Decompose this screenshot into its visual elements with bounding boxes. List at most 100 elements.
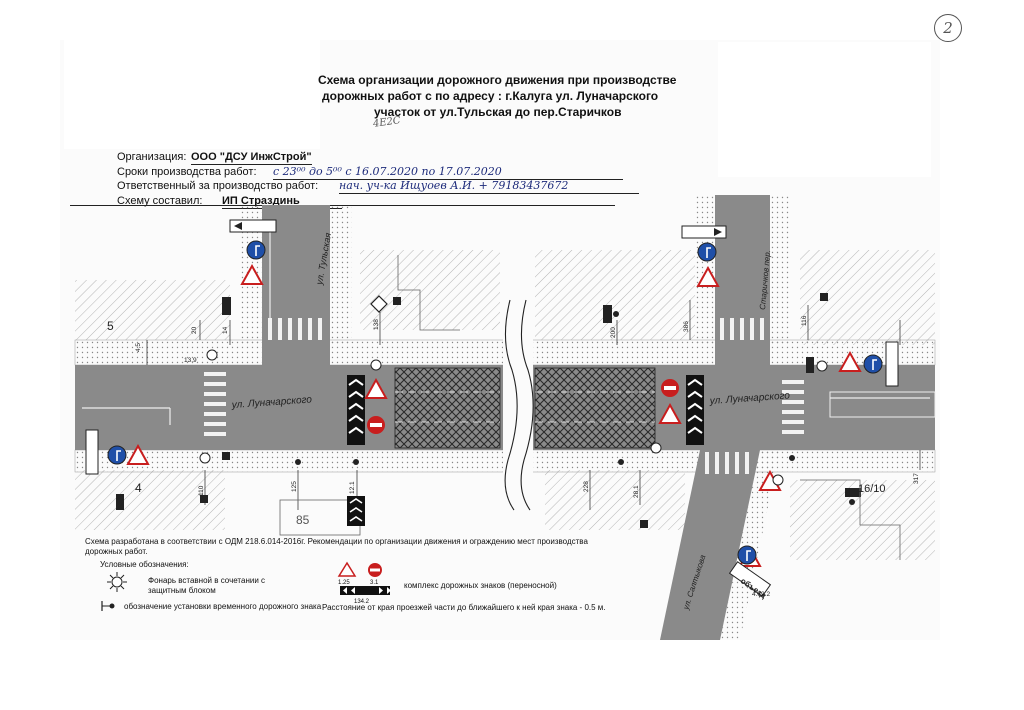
diamond-sign-icon: [370, 295, 388, 313]
legend-lamp-text: Фонарь вставной в сочетании с защитным б…: [148, 576, 266, 595]
dim-label: 125: [291, 481, 298, 492]
detour-plate-icon: [681, 225, 727, 239]
organization-value: ООО "ДСУ ИнжСтрой": [191, 151, 312, 165]
dim-label: 110: [198, 485, 205, 496]
drawing-break: [503, 300, 533, 510]
legend-complex-text: комплекс дорожных знаков (переносной): [404, 581, 557, 590]
title-line-2: дорожных работ с по адресу : г.Калуга ул…: [322, 89, 659, 103]
detour-plate-icon: [229, 219, 277, 233]
dim-label: 4,5: [135, 343, 142, 352]
page-number-mark: 2: [934, 14, 962, 42]
dimension-labels: 4,5 20 14 13.9 110 125 138 12.1 386 200 …: [135, 315, 920, 598]
turn-direction-sign-icon: [863, 354, 883, 374]
info-row-organization: Организация: ООО "ДСУ ИнжСтрой": [117, 150, 318, 165]
work-zone-left: [394, 367, 501, 449]
hatched-area: [790, 480, 935, 560]
info-row-responsible: Ответственный за производство работ: нач…: [117, 179, 639, 194]
dim-label: 116: [801, 315, 808, 326]
break-line: [504, 299, 518, 511]
dim-label: 13.9: [184, 357, 197, 364]
detour-plate-icon: [85, 429, 99, 475]
turn-direction-sign-icon: [737, 545, 757, 565]
crosswalk-top-right: [720, 318, 764, 340]
turn-direction-sign-icon: [246, 240, 266, 260]
break-line: [520, 299, 534, 511]
footnote-text: Схема разработана в соответствии с ОДМ 2…: [85, 537, 588, 556]
roadwork-sign-icon: [126, 350, 862, 465]
detour-plate-icon: [728, 561, 772, 597]
title-line-3: участок от ул.Тульская до пер.Старичков: [374, 105, 622, 119]
crosswalk-bottom-right: [705, 452, 749, 474]
sign-complex-legend-icon: [337, 561, 391, 595]
no-entry-sign-icon: [367, 416, 385, 434]
sign-code-label: 1.25: [338, 580, 350, 586]
detour-plate-icon: [885, 341, 899, 387]
crosswalk-left: [204, 372, 226, 436]
dim-label: 228: [583, 481, 590, 492]
info-row-dates: Сроки производства работ: с 23⁰⁰ до 5⁰⁰ …: [117, 165, 623, 180]
author-label: Схему составил:: [117, 194, 203, 207]
work-zone-right: [534, 367, 656, 449]
hatched-area: [535, 250, 695, 340]
temp-sign-marker-icon: [295, 311, 855, 505]
building-number: 5: [107, 319, 114, 333]
temp-sign-legend-icon: [101, 601, 115, 611]
no-entry-sign-icon: [661, 379, 679, 397]
portable-sign-complex-icon: [347, 496, 365, 526]
building-number: 85: [296, 513, 310, 527]
organization-label: Организация:: [117, 151, 187, 163]
dimension-lines: [146, 300, 921, 510]
dim-label: 28.1: [633, 485, 640, 498]
hatched-area: [545, 470, 685, 530]
responsible-label: Ответственный за производство работ:: [117, 180, 319, 192]
lamp-marker-icon: [199, 349, 828, 486]
lamp-legend-icon: [107, 572, 127, 592]
sign-code-label: 134.2: [354, 599, 370, 605]
road-right-cross-sidewalk: [770, 195, 790, 345]
title-line-1: Схема организации дорожного движения при…: [318, 73, 677, 87]
chevron-board-right: [686, 375, 704, 445]
redacted-block-bottom: [0, 647, 1024, 710]
small-sign-icon: [200, 293, 828, 528]
sign-code-label: 3.1: [370, 580, 379, 586]
building-number: 4: [135, 481, 142, 495]
dim-label: 386: [683, 321, 690, 332]
scheme-title: Схема организации дорожного движения при…: [318, 72, 738, 120]
hatched-area: [360, 250, 500, 330]
road-diagonal-sidewalk: [720, 450, 780, 640]
side-driveway: [800, 370, 935, 440]
traffic-light-icon: [222, 297, 861, 497]
turn-direction-sign-icon: [107, 445, 127, 465]
dim-label: 20: [191, 326, 198, 334]
road-left-cross-sidewalk: [330, 205, 352, 345]
building-outline: [397, 255, 460, 331]
legend-distance-text: Расстояние от края проезжей части до бли…: [322, 603, 606, 612]
hatched-area: [75, 280, 230, 340]
road-diagonal: [660, 450, 760, 640]
small-sign-icon: [116, 494, 124, 510]
dates-label: Сроки производства работ:: [117, 165, 257, 178]
dim-label: 4.19.2: [752, 591, 770, 598]
turn-direction-sign-icon: [697, 242, 717, 262]
roadwork-sign-icon: [240, 263, 720, 287]
dates-value: с 23⁰⁰ до 5⁰⁰ с 16.07.2020 по 17.07.2020: [273, 165, 623, 180]
legend-title: Условные обозначения:: [100, 560, 189, 569]
building-number: 16/10: [858, 483, 886, 495]
dim-label: 138: [373, 319, 380, 330]
chevron-board-left: [347, 375, 365, 445]
dim-label: 317: [913, 473, 920, 484]
info-block: Организация: ООО "ДСУ ИнжСтрой" Сроки пр…: [117, 150, 639, 209]
legend-temp-sign-text: обозначение установки временного дорожно…: [124, 602, 322, 611]
crosswalk-right: [782, 380, 804, 434]
dim-label: 12.1: [349, 481, 356, 494]
road-right-cross-sidewalk: [695, 195, 715, 345]
dim-label: 14: [222, 326, 229, 334]
dim-label: 200: [610, 327, 617, 338]
crosswalk-top-left: [268, 318, 322, 340]
parking-lines: [829, 391, 936, 418]
roadwork-sign-icon: [364, 377, 682, 424]
info-row-author: Схему составил: ИП Страздинь: [117, 194, 342, 209]
redacted-block-top-left: [64, 34, 320, 149]
redacted-block-top-right: [718, 42, 931, 177]
